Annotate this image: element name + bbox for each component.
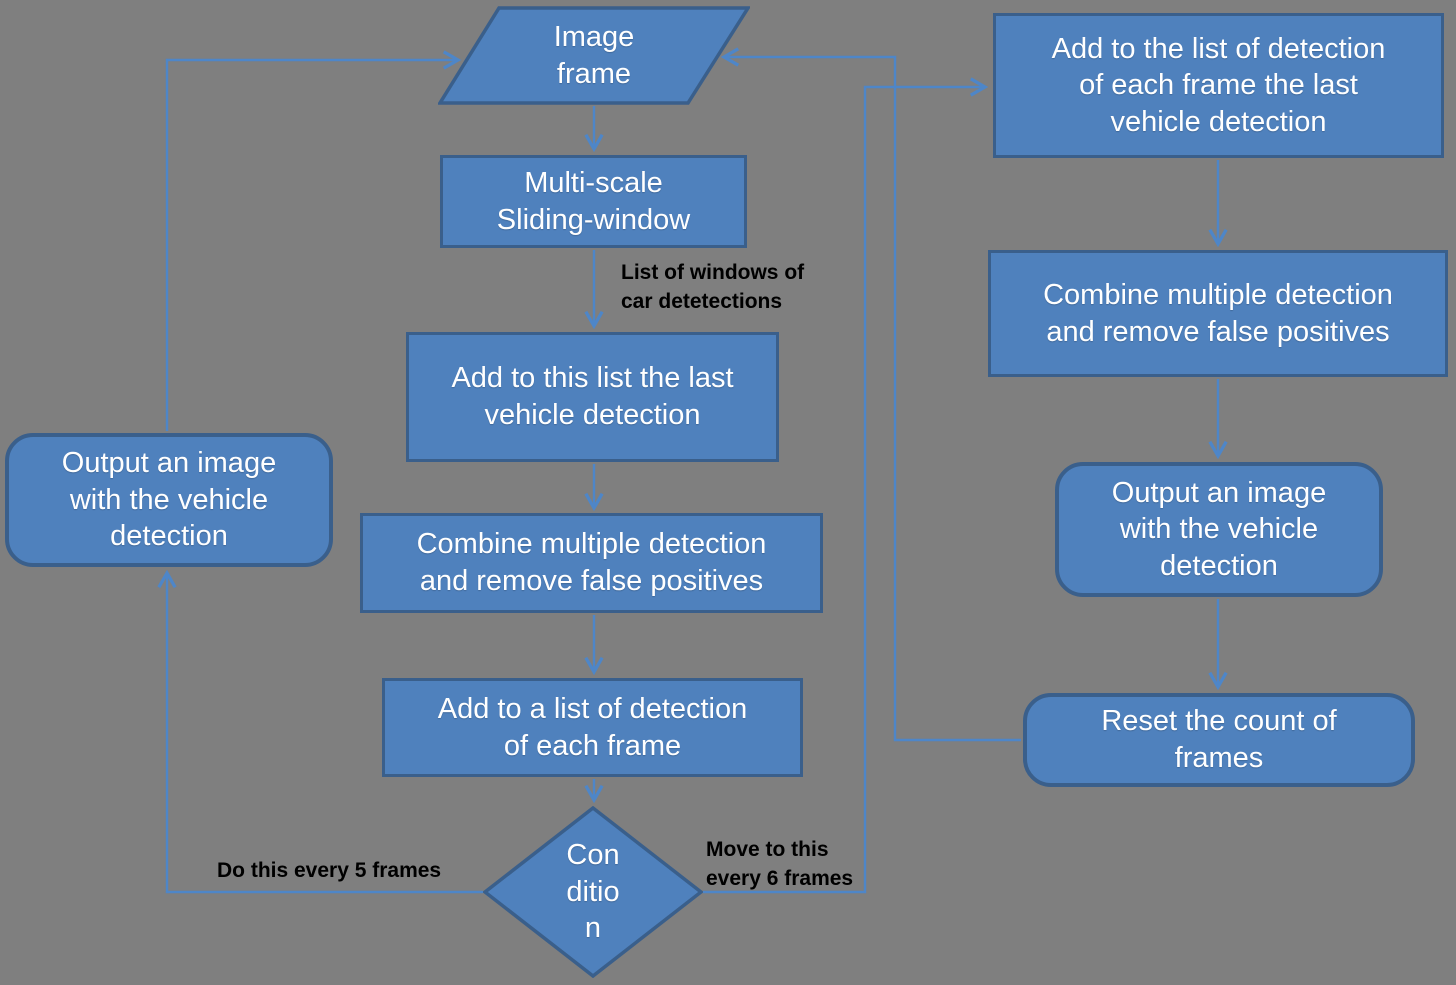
node-combine-center: Combine multiple detection and remove fa… <box>360 513 823 613</box>
node-reset-count-label: Reset the count of frames <box>1101 705 1337 774</box>
node-add-right-label: Add to the list of detection of each fra… <box>1051 32 1386 138</box>
node-image-frame-label: Image frame <box>553 20 635 90</box>
node-condition: Con ditio n <box>483 806 703 978</box>
node-output-right-label: Output an image with the vehicle detecti… <box>1111 476 1327 582</box>
diamond-shape <box>483 806 703 978</box>
arrow-reset-to-imageframe <box>720 47 1021 742</box>
node-add-right: Add to the list of detection of each fra… <box>993 13 1444 158</box>
arrow-outputleft-to-imageframe <box>165 50 462 431</box>
arrow-condition-to-outputleft <box>157 569 483 894</box>
annotation-list-of-windows: List of windows of car detetections <box>621 261 805 313</box>
node-add-to-list-last-label: Add to this list the last vehicle detect… <box>451 362 734 431</box>
node-multi-scale-label: Multi-scale Sliding-window <box>496 166 691 236</box>
arrow-condition-to-addright <box>703 77 989 894</box>
node-output-right: Output an image with the vehicle detecti… <box>1055 462 1383 597</box>
node-add-to-list-last: Add to this list the last vehicle detect… <box>406 332 779 462</box>
node-image-frame: Image frame <box>438 6 750 105</box>
node-condition-label: Con ditio n <box>566 839 620 945</box>
node-combine-right-label: Combine multiple detection and remove fa… <box>1043 278 1393 348</box>
node-reset-count: Reset the count of frames <box>1023 693 1415 787</box>
annotation-every-5-frames: Do this every 5 frames <box>217 859 442 882</box>
node-add-to-frame-list-label: Add to a list of detection of each frame <box>437 692 748 762</box>
node-add-to-frame-list: Add to a list of detection of each frame <box>382 678 803 777</box>
node-multi-scale: Multi-scale Sliding-window <box>440 155 747 248</box>
node-output-left-label: Output an image with the vehicle detecti… <box>61 447 277 553</box>
node-combine-center-label: Combine multiple detection and remove fa… <box>416 528 767 597</box>
annotation-every-6-frames: Move to this every 6 frames <box>706 838 854 890</box>
parallelogram-shape <box>438 6 750 105</box>
node-output-left: Output an image with the vehicle detecti… <box>5 433 333 567</box>
node-combine-right: Combine multiple detection and remove fa… <box>988 250 1448 377</box>
